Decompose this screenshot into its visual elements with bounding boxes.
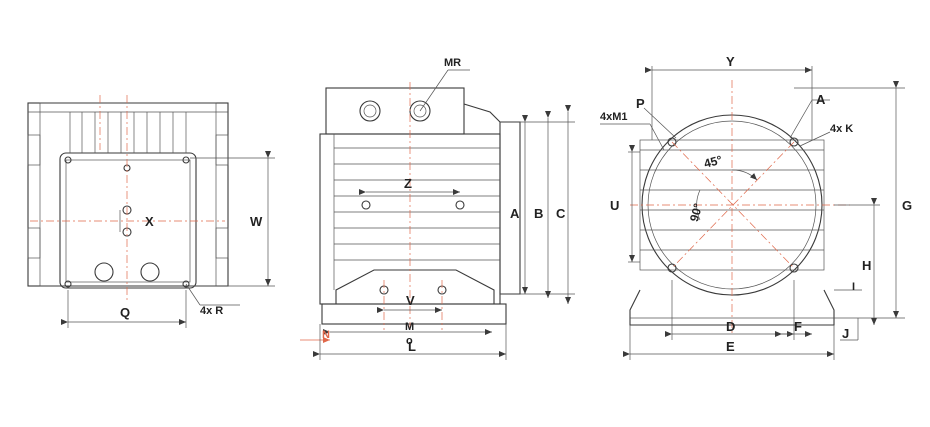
dim-i-label: I [852, 281, 855, 293]
dim-e-label: E [726, 339, 735, 354]
end-view: W X Q 4x R [27, 95, 275, 328]
flange-view: 45° 90° Y P 4xM1 A 4x K U G H [600, 54, 912, 360]
dim-b-label: B [534, 206, 543, 221]
dim-z-label: Z [404, 176, 412, 191]
foot-side [321, 303, 507, 325]
angle-90-label: 90° [687, 202, 705, 223]
dim-g-label: G [902, 198, 912, 213]
terminal-box-side [325, 87, 465, 135]
dim-a-label-side: A [510, 206, 520, 221]
dim-k-label: 4x K [830, 123, 853, 135]
dim-c-label: C [556, 206, 566, 221]
dim-y-label: Y [726, 54, 735, 69]
dim-r-label: 4x R [200, 305, 223, 317]
dim-q-label: Q [120, 305, 130, 320]
dim-w-label: W [250, 214, 263, 229]
end-view-outline [27, 102, 229, 287]
terminal-box [59, 152, 197, 289]
dim-mr-label: MR [444, 57, 461, 69]
angle-45-label: 45° [702, 153, 723, 171]
dim-m1-label: 4xM1 [600, 111, 628, 123]
dim-o-label: o [406, 335, 413, 347]
dim-p-label: P [636, 96, 645, 111]
dim-n-label: N [322, 329, 330, 341]
dim-m-label: M [405, 321, 414, 333]
dim-h-label: H [862, 258, 871, 273]
dim-a-label-flange: A [816, 92, 826, 107]
dim-v-label: V [406, 293, 415, 308]
dim-f-label: F [794, 319, 802, 334]
dim-x-label: X [145, 214, 154, 229]
dim-l-label: L [408, 339, 416, 354]
dim-u-label: U [610, 198, 619, 213]
dim-d-label: D [726, 319, 735, 334]
dim-j-label: J [842, 326, 849, 341]
side-view: MR Z A B C V M o N L [300, 57, 575, 360]
